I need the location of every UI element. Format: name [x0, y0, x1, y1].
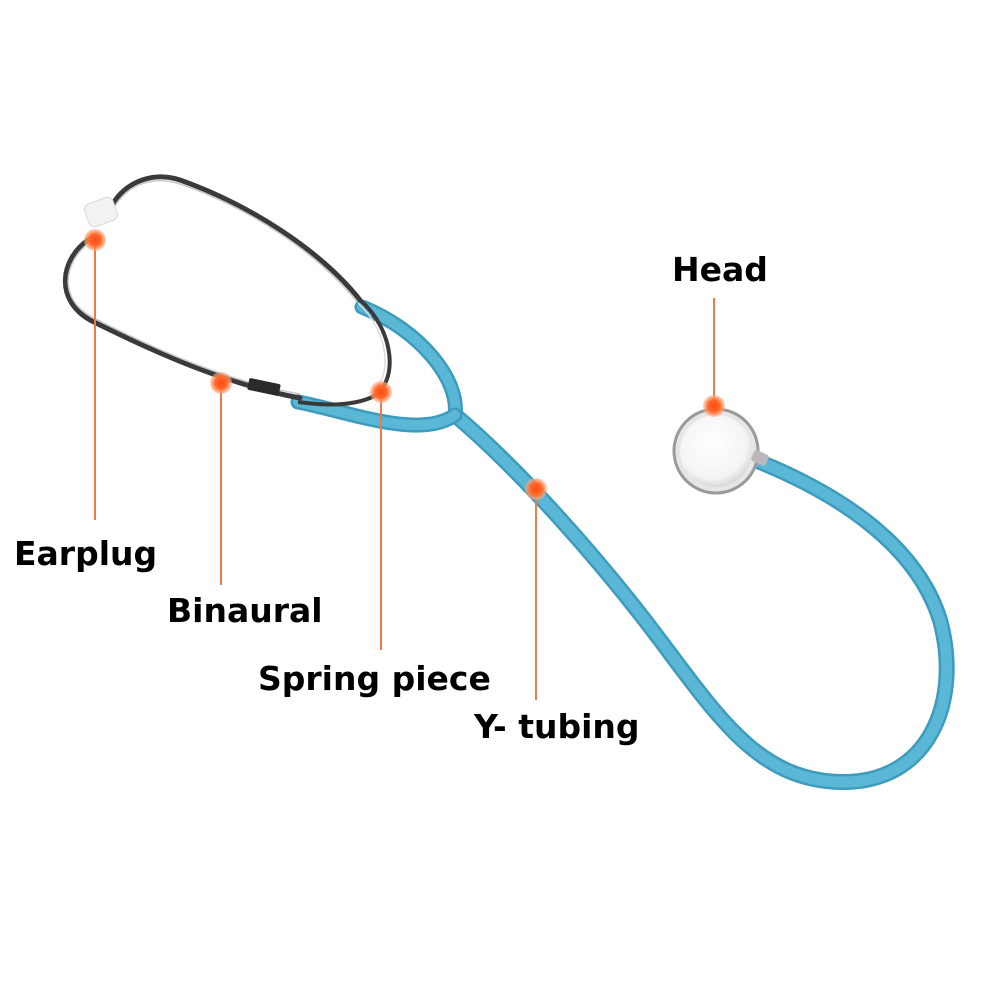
callout-earplug: Earplug — [14, 229, 157, 573]
marker-dot-icon — [210, 372, 232, 394]
callout-y-tubing: Y- tubing — [473, 478, 640, 746]
binaural-clamp — [247, 378, 281, 396]
binaural-tube-inner — [62, 237, 303, 401]
chest-piece-stem — [751, 450, 769, 466]
callout-spring-piece: Spring piece — [258, 381, 491, 698]
callout-label-binaural: Binaural — [167, 591, 323, 630]
callout-label-y-tubing: Y- tubing — [473, 707, 640, 746]
y-tube-lower-highlight — [293, 397, 460, 431]
binaural-tube-outer — [107, 174, 363, 303]
marker-dot-icon — [525, 478, 547, 500]
binaural-tube-outer-shine — [111, 180, 358, 303]
marker-dot-icon — [703, 395, 725, 417]
callout-label-earplug: Earplug — [14, 534, 157, 573]
binaural-tube-inner-shine — [67, 241, 301, 395]
stethoscope-icon — [62, 174, 955, 791]
chest-piece-face — [680, 415, 752, 487]
callout-head: Head — [672, 250, 768, 417]
callout-label-spring-piece: Spring piece — [258, 659, 491, 698]
earplug-tip — [83, 196, 119, 228]
y-tube-upper-highlight — [357, 302, 461, 420]
main-tube-highlight — [449, 409, 953, 788]
callout-binaural: Binaural — [167, 372, 323, 630]
callout-label-head: Head — [672, 250, 768, 289]
marker-dot-icon — [370, 381, 392, 403]
marker-dot-icon — [84, 229, 106, 251]
